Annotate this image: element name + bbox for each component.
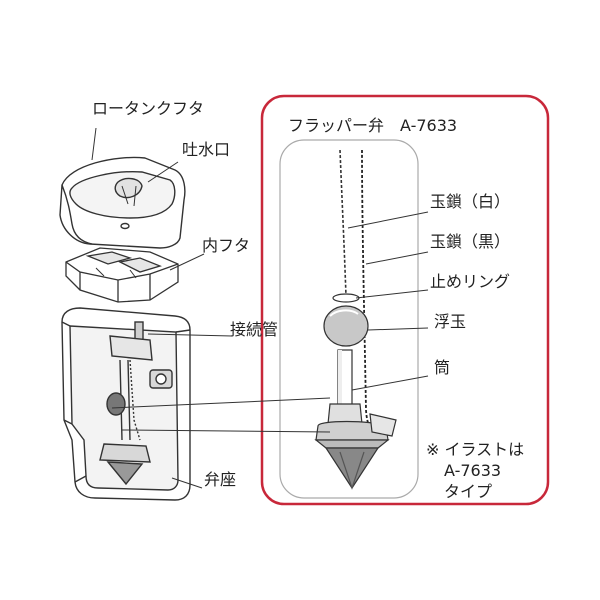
label-tank-lid: ロータンクフタ	[92, 99, 205, 118]
detail-panel	[279, 139, 419, 499]
label-inner-lid: 内フタ	[202, 236, 251, 255]
label-flapper-title: フラッパー弁 A-7633	[288, 116, 458, 135]
leader-lines	[91, 127, 429, 489]
detail-frame	[260, 94, 550, 506]
tank-lid	[59, 156, 186, 249]
label-valve-seat: 弁座	[204, 470, 237, 489]
label-tube: 筒	[434, 358, 451, 377]
tank-body	[61, 307, 191, 501]
note-line-1: ※ イラストは	[426, 440, 525, 459]
note-line-3: タイプ	[444, 482, 493, 501]
flapper-valve-detail	[314, 149, 397, 490]
label-connector-pipe: 接続管	[230, 320, 279, 339]
label-chain-white: 玉鎖（白）	[430, 192, 511, 211]
label-spout: 吐水口	[182, 140, 231, 159]
label-stop-ring: 止めリング	[430, 272, 511, 291]
note-line-2: A-7633	[444, 461, 502, 480]
label-float-ball: 浮玉	[434, 312, 467, 331]
label-chain-black: 玉鎖（黒）	[430, 232, 511, 251]
inner-lid	[65, 247, 179, 303]
